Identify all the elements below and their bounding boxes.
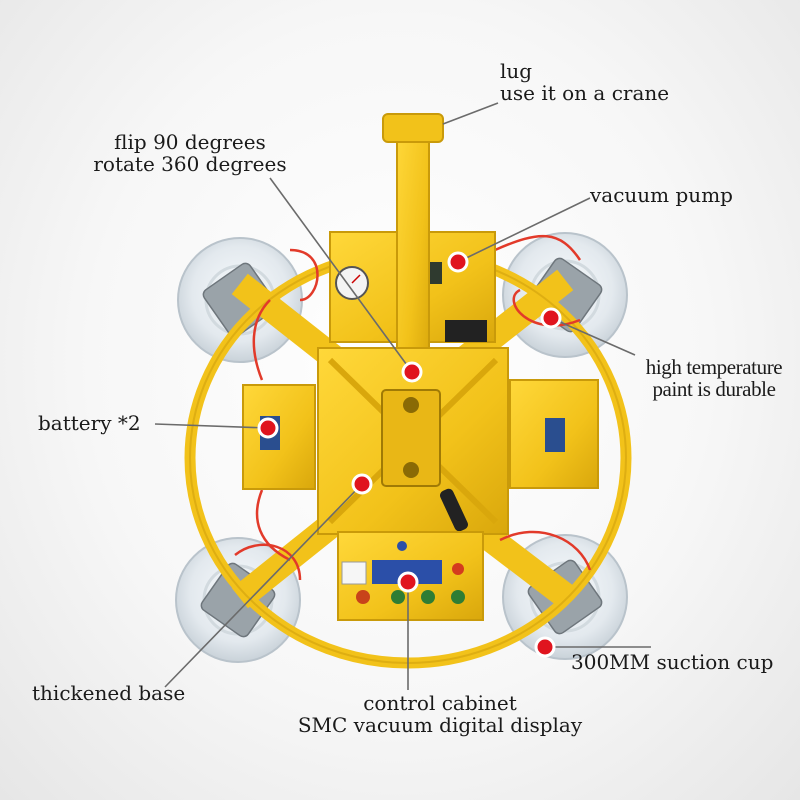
callout-battery-text: battery *2 — [38, 411, 141, 435]
release-handle — [440, 488, 468, 532]
rotation-joint — [381, 389, 441, 487]
callout-cabinet: control cabinet SMC vacuum digital displ… — [270, 692, 610, 736]
callout-cabinet-line2: SMC vacuum digital display — [297, 713, 583, 737]
callout-suction-cup-text: 300MM suction cup — [571, 650, 774, 674]
marker-paint — [540, 307, 562, 329]
pump-power-switch — [445, 320, 487, 342]
lug-plate — [382, 113, 444, 143]
callout-base: thickened base — [32, 682, 185, 704]
callout-paint-line2: paint is durable — [652, 377, 776, 401]
control-buttons — [356, 590, 465, 604]
callout-rotate: flip 90 degrees rotate 360 degrees — [80, 131, 300, 175]
callout-paint-line1: high temperature — [645, 355, 783, 379]
callout-paint: high temperature paint is durable — [630, 356, 798, 400]
callout-lug-title: lug — [500, 59, 533, 83]
marker-cabinet — [397, 571, 419, 593]
callout-rotate-line1: flip 90 degrees — [114, 130, 266, 154]
callout-cabinet-line1: control cabinet — [363, 691, 517, 715]
marker-base — [351, 473, 373, 495]
callout-base-text: thickened base — [32, 681, 186, 705]
callout-rotate-line2: rotate 360 degrees — [93, 152, 287, 176]
callout-vacuum-pump: vacuum pump — [590, 184, 733, 206]
marker-suction-cup — [534, 636, 556, 658]
leader-lines — [154, 102, 651, 690]
marker-rotate — [401, 361, 423, 383]
lug-post — [396, 121, 430, 373]
marker-battery — [257, 417, 279, 439]
marker-vacuum-pump — [447, 251, 469, 273]
callout-markers — [257, 251, 562, 658]
callout-lug: lug use it on a crane — [500, 60, 669, 104]
callout-battery: battery *2 — [38, 412, 141, 434]
callout-vacuum-pump-text: vacuum pump — [590, 183, 733, 207]
callout-suction-cup: 300MM suction cup — [571, 651, 773, 673]
callout-lug-desc: use it on a crane — [500, 81, 670, 105]
